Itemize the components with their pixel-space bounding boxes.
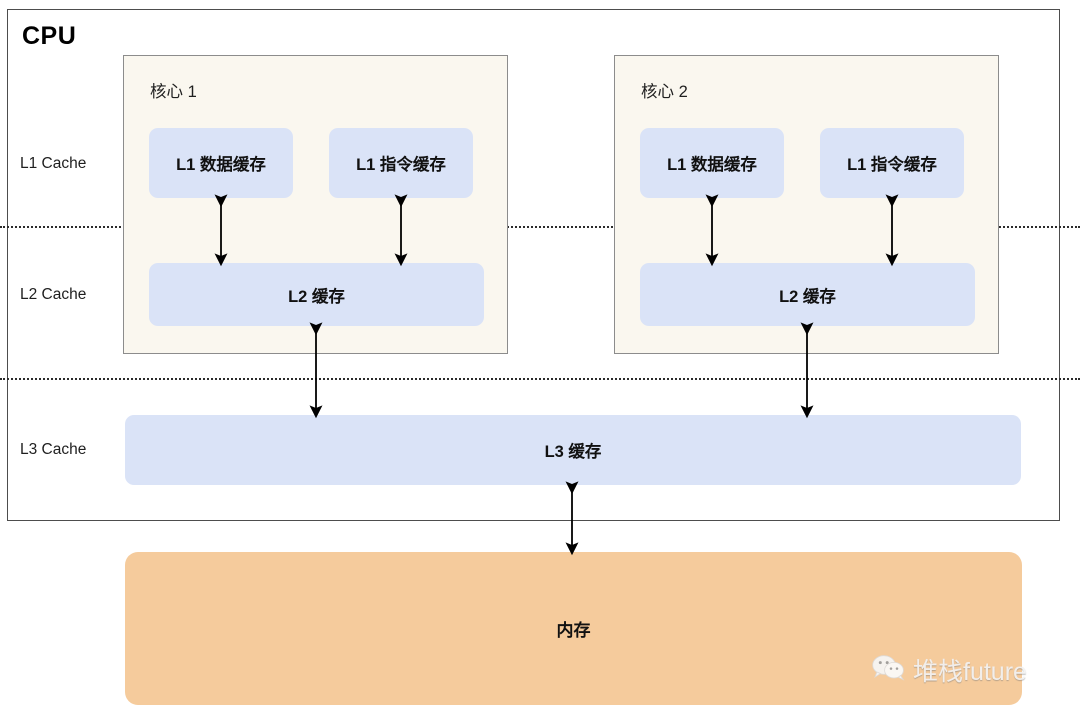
- core-2-title: 核心 2: [641, 83, 688, 101]
- level-label-l1: L1 Cache: [20, 155, 87, 172]
- watermark-text: 堆栈future: [913, 658, 1027, 686]
- core-1-title: 核心 1: [150, 83, 197, 101]
- l3-cache-block: L3 缓存: [125, 415, 1021, 485]
- core-2-l2-cache: L2 缓存: [640, 263, 975, 326]
- wechat-icon: [872, 654, 906, 687]
- cpu-title: CPU: [22, 22, 77, 50]
- core-2-l1-data-cache: L1 数据缓存: [640, 128, 784, 198]
- memory-block: 内存: [125, 552, 1022, 705]
- core-1-l1-data-cache: L1 数据缓存: [149, 128, 293, 198]
- core-2-l1-instruction-cache: L1 指令缓存: [820, 128, 964, 198]
- level-label-l3: L3 Cache: [20, 441, 87, 458]
- watermark: 堆栈future: [872, 652, 1027, 688]
- separator-l1-l2: [0, 226, 1080, 228]
- separator-l2-l3: [0, 378, 1080, 380]
- core-1-l2-cache: L2 缓存: [149, 263, 484, 326]
- core-1-l1-instruction-cache: L1 指令缓存: [329, 128, 473, 198]
- level-label-l2: L2 Cache: [20, 286, 87, 303]
